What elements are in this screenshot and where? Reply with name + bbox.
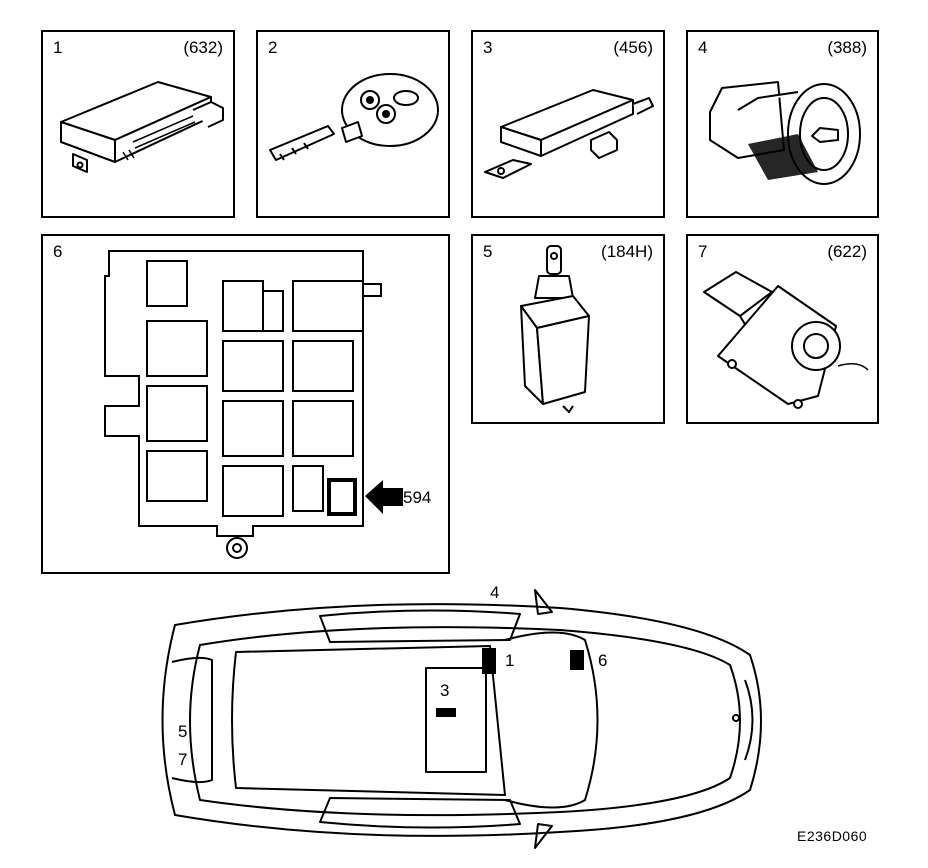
car-label-6: 6 <box>598 651 608 670</box>
panel-number: 4 <box>698 38 708 57</box>
part-code: (184H) <box>601 242 653 261</box>
car-label-4: 4 <box>490 583 500 602</box>
panel-4: 4 (388) <box>686 30 879 218</box>
location-marker-3 <box>436 708 456 717</box>
panel-5: 5 (184H) <box>471 234 665 424</box>
arrow-icon <box>365 480 403 514</box>
panel-number: 1 <box>53 38 63 57</box>
fuse-594 <box>327 478 357 516</box>
location-marker-1 <box>482 648 496 674</box>
panel-number: 3 <box>483 38 493 57</box>
location-marker-6 <box>570 650 584 670</box>
panel-7: 7 (622) <box>686 234 879 424</box>
receiver-module-illustration <box>484 89 654 179</box>
lock-cylinder-illustration <box>709 81 861 185</box>
part-code: (388) <box>827 38 867 57</box>
car-label-1: 1 <box>505 651 515 670</box>
key-illustration <box>269 73 439 161</box>
panel-1: 1 (632) <box>41 30 235 218</box>
figure-reference: E236D060 <box>797 828 868 844</box>
part-code: (622) <box>827 242 867 261</box>
panel-number: 2 <box>268 38 278 57</box>
part-code: (456) <box>613 38 653 57</box>
fusebox-illustration <box>104 250 403 559</box>
part-code: (632) <box>183 38 223 57</box>
panel-number: 5 <box>483 242 493 261</box>
panel-number: 7 <box>698 242 708 261</box>
motor-illustration <box>703 271 869 409</box>
car-label-7: 7 <box>178 750 188 769</box>
actuator-illustration <box>520 245 590 413</box>
fuse-callout-label: 594 <box>403 488 432 507</box>
panel-number: 6 <box>53 242 63 261</box>
panel-2: 2 <box>256 30 450 218</box>
panel-3: 3 (456) <box>471 30 665 218</box>
control-module-illustration <box>60 81 224 173</box>
car-label-5: 5 <box>178 722 188 741</box>
panel-6: 6 594 <box>41 234 450 574</box>
car-label-3: 3 <box>440 681 450 700</box>
